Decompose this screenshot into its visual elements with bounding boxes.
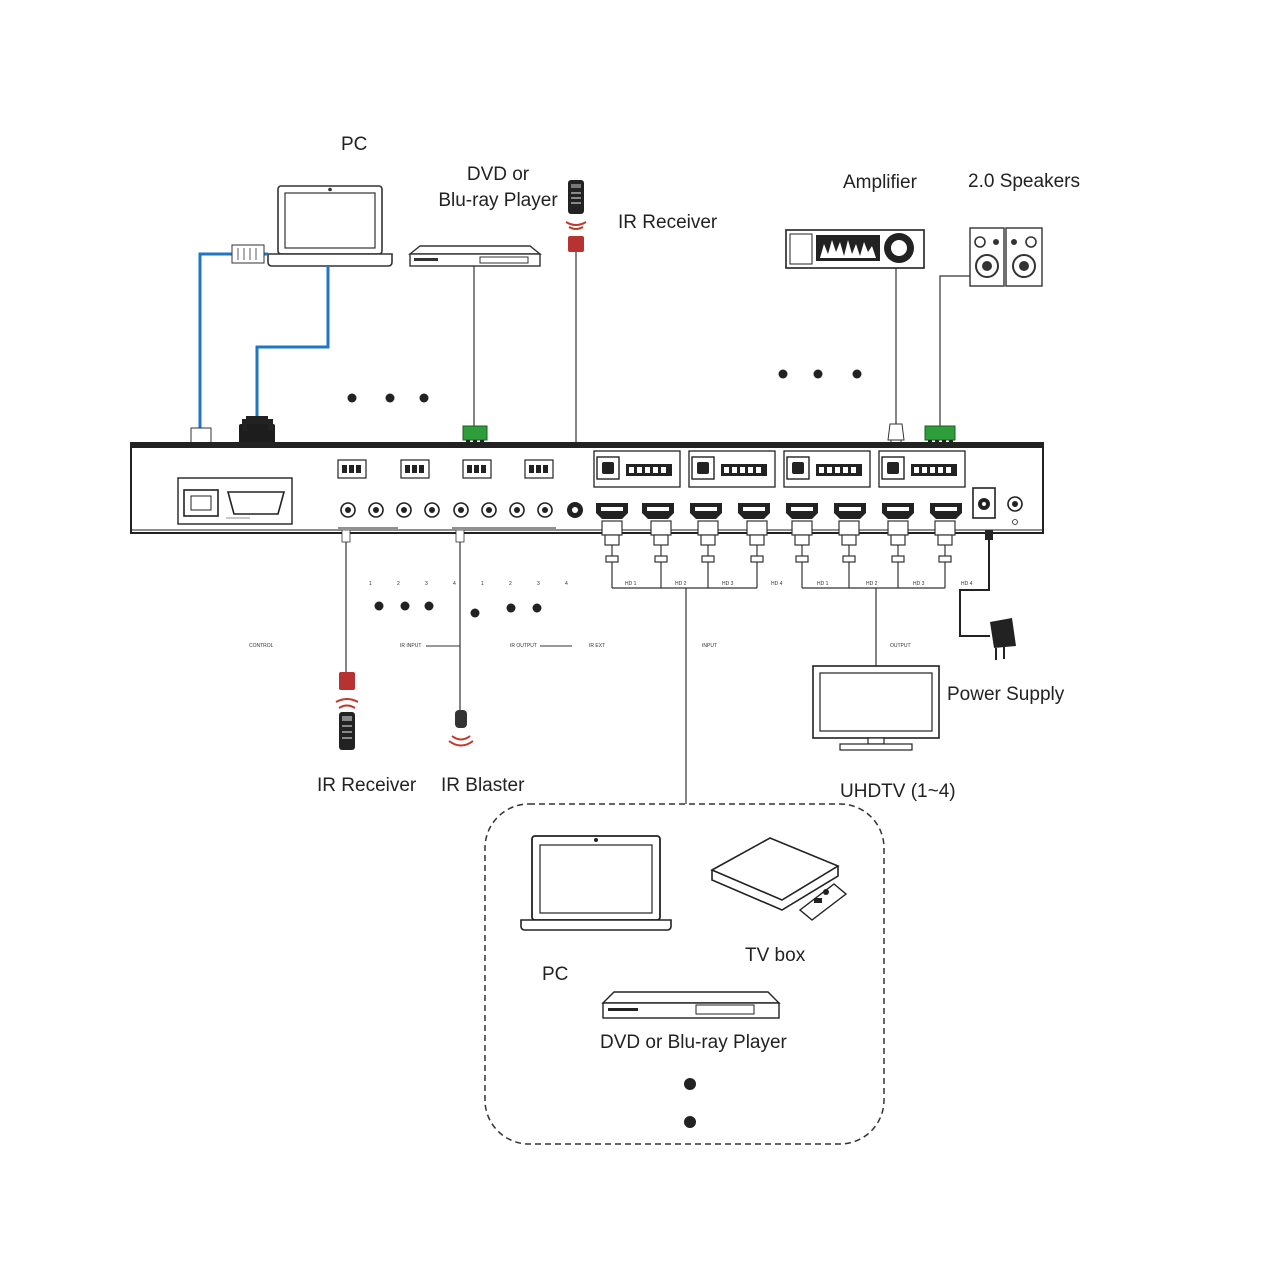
hd-labels: HD 1 HD 2 HD 3 HD 4 HD 1 HD 2 HD 3 HD 4 bbox=[625, 581, 973, 587]
hd-label-5: HD 1 bbox=[817, 581, 829, 587]
hd-label-6: HD 2 bbox=[866, 581, 878, 587]
hdmi-input-cables bbox=[601, 520, 768, 804]
panel-label-output: OUTPUT bbox=[890, 643, 911, 649]
ir-receiver-bottom-icon bbox=[335, 529, 359, 750]
speakers-icon bbox=[924, 227, 1043, 448]
ir-blaster-label: IR Blaster bbox=[441, 775, 525, 796]
port-number-4: 4 bbox=[453, 581, 456, 587]
panel-section-labels: CONTROL IR INPUT IR OUTPUT IR EXT INPUT … bbox=[249, 643, 911, 649]
uhdtv-icon bbox=[812, 665, 940, 751]
port-number-1: 1 bbox=[369, 581, 372, 587]
hd-label-2: HD 2 bbox=[675, 581, 687, 587]
hd-label-3: HD 3 bbox=[722, 581, 734, 587]
port-number-7: 3 bbox=[537, 581, 540, 587]
dvd-top-label-line1: DVD or bbox=[466, 164, 530, 185]
ir-receiver-top-label: IR Receiver bbox=[618, 212, 718, 233]
power-supply-icon bbox=[959, 530, 1016, 660]
hd-label-8: HD 4 bbox=[961, 581, 973, 587]
port-number-5: 1 bbox=[481, 581, 484, 587]
tv-box-icon bbox=[710, 837, 848, 921]
amplifier-label: Amplifier bbox=[843, 172, 917, 193]
dvd-bottom-label: DVD or Blu-ray Player bbox=[600, 1032, 787, 1053]
hdmi-output-cables bbox=[791, 520, 956, 666]
pc-laptop-top-icon bbox=[267, 185, 393, 267]
port-number-8: 4 bbox=[565, 581, 568, 587]
speakers-label: 2.0 Speakers bbox=[968, 171, 1080, 192]
hd-label-1: HD 1 bbox=[625, 581, 637, 587]
panel-label-input: INPUT bbox=[702, 643, 717, 649]
dvd-player-top-icon bbox=[408, 245, 542, 448]
panel-label-ir-input: IR INPUT bbox=[400, 643, 421, 649]
hd-label-7: HD 3 bbox=[913, 581, 925, 587]
dvd-player-bottom-icon bbox=[601, 991, 781, 1019]
matrix-device-panel bbox=[130, 442, 1044, 534]
panel-label-ir-output: IR OUTPUT bbox=[510, 643, 537, 649]
uhdtv-label: UHDTV (1~4) bbox=[840, 781, 956, 802]
ir-receiver-top-icon bbox=[565, 180, 587, 489]
port-number-2: 2 bbox=[397, 581, 400, 587]
power-supply-label: Power Supply bbox=[947, 684, 1065, 705]
port-number-6: 2 bbox=[509, 581, 512, 587]
dvd-top-label-line2: Blu-ray Player bbox=[438, 190, 558, 211]
ellipsis-dots bbox=[347, 369, 862, 1128]
ir-receiver-bottom-label: IR Receiver bbox=[317, 775, 417, 796]
pc-top-label: PC bbox=[341, 134, 368, 155]
source-devices-group bbox=[484, 803, 885, 1145]
dvd-top-label: DVD or Blu-ray Player bbox=[425, 162, 571, 214]
hd-label-4: HD 4 bbox=[771, 581, 783, 587]
tv-box-label: TV box bbox=[745, 945, 806, 966]
amplifier-icon bbox=[785, 229, 925, 449]
pc-bottom-label: PC bbox=[542, 964, 569, 985]
pc-laptop-bottom-icon bbox=[520, 835, 672, 931]
port-number-labels: 1 2 3 4 1 2 3 4 bbox=[369, 581, 568, 587]
panel-label-control: CONTROL bbox=[249, 643, 274, 649]
port-number-3: 3 bbox=[425, 581, 428, 587]
rs232-cable bbox=[239, 266, 330, 468]
panel-label-ir-ext: IR EXT bbox=[589, 643, 605, 649]
ir-blaster-icon bbox=[448, 529, 474, 747]
